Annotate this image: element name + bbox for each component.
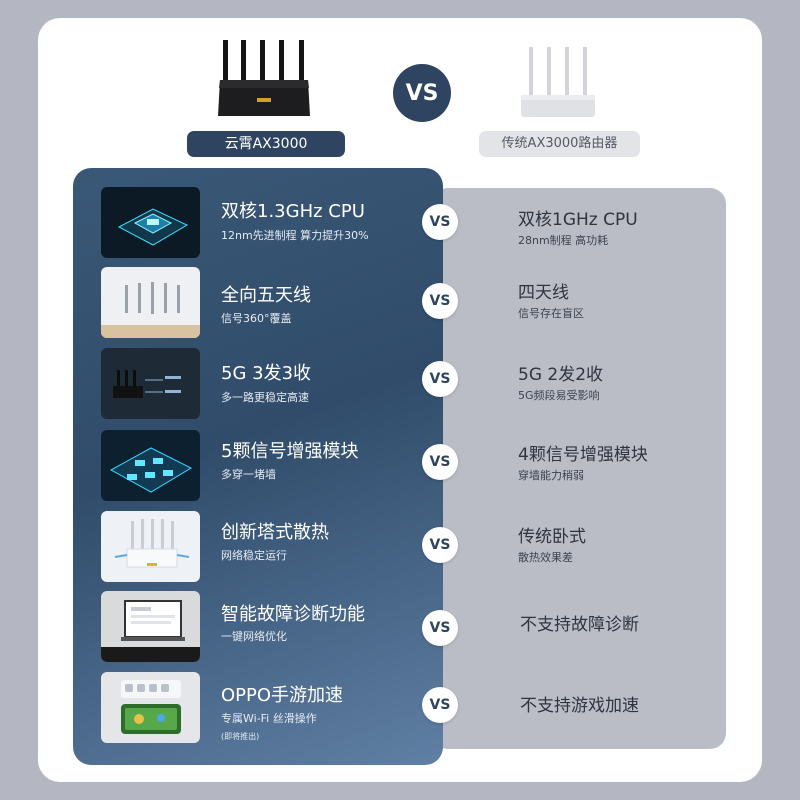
- compare-title-antenna: 四天线: [518, 283, 569, 303]
- compare-title-streams: 5G 2发2收: [518, 365, 604, 385]
- compare-title-diagnosis: 不支持故障诊断: [520, 615, 639, 635]
- feature-sub-game: 专属Wi-Fi 丝滑操作: [221, 712, 317, 725]
- compare-sub-streams: 5G频段易受影响: [518, 389, 600, 402]
- product-label-yunxiao: 云霄AX3000: [187, 131, 345, 157]
- vs-badge-row: VS: [422, 610, 458, 646]
- compare-sub-signal-module: 穿墙能力稍弱: [518, 469, 584, 482]
- feature-title-streams: 5G 3发3收: [221, 363, 312, 384]
- vs-badge-row: VS: [422, 687, 458, 723]
- compare-sub-cpu: 28nm制程 高功耗: [518, 234, 609, 247]
- compare-title-cooling: 传统卧式: [518, 527, 586, 547]
- tower-cooling-image: [101, 511, 200, 582]
- feature-title-cpu: 双核1.3GHz CPU: [221, 201, 365, 222]
- feature-note-coming-soon: (即将推出): [221, 732, 260, 741]
- vs-badge-row: VS: [422, 283, 458, 319]
- router-streams-image: [101, 348, 200, 419]
- compare-title-game: 不支持游戏加速: [520, 696, 639, 716]
- antenna-image: [101, 267, 200, 338]
- compare-sub-antenna: 信号存在盲区: [518, 307, 584, 320]
- feature-sub-antenna: 信号360°覆盖: [221, 312, 292, 325]
- feature-sub-signal-module: 多穿一堵墙: [221, 468, 276, 481]
- laptop-diagnosis-image: [101, 591, 200, 662]
- vs-badge-row: VS: [422, 444, 458, 480]
- router-image-traditional: [521, 47, 595, 117]
- feature-title-antenna: 全向五天线: [221, 285, 311, 306]
- vs-badge-header: VS: [393, 64, 451, 122]
- vs-badge-row: VS: [422, 204, 458, 240]
- vs-badge-row: VS: [422, 361, 458, 397]
- feature-sub-diagnosis: 一键网络优化: [221, 630, 287, 643]
- feature-sub-cooling: 网络稳定运行: [221, 549, 287, 562]
- feature-title-diagnosis: 智能故障诊断功能: [221, 604, 365, 625]
- feature-sub-cpu: 12nm先进制程 算力提升30%: [221, 229, 369, 242]
- signal-module-image: [101, 430, 200, 501]
- feature-title-game: OPPO手游加速: [221, 685, 344, 706]
- traditional-features-panel: [432, 188, 726, 749]
- cpu-chip-image: [101, 187, 200, 258]
- compare-title-cpu: 双核1GHz CPU: [518, 210, 638, 230]
- compare-sub-cooling: 散热效果差: [518, 551, 573, 564]
- feature-title-cooling: 创新塔式散热: [221, 522, 329, 543]
- compare-title-signal-module: 4颗信号增强模块: [518, 445, 648, 465]
- feature-sub-streams: 多一路更稳定高速: [221, 391, 309, 404]
- game-acceleration-image: [101, 672, 200, 743]
- feature-title-signal-module: 5颗信号增强模块: [221, 441, 359, 462]
- vs-badge-row: VS: [422, 527, 458, 563]
- product-label-traditional: 传统AX3000路由器: [479, 131, 640, 157]
- router-image-yunxiao: [218, 40, 310, 116]
